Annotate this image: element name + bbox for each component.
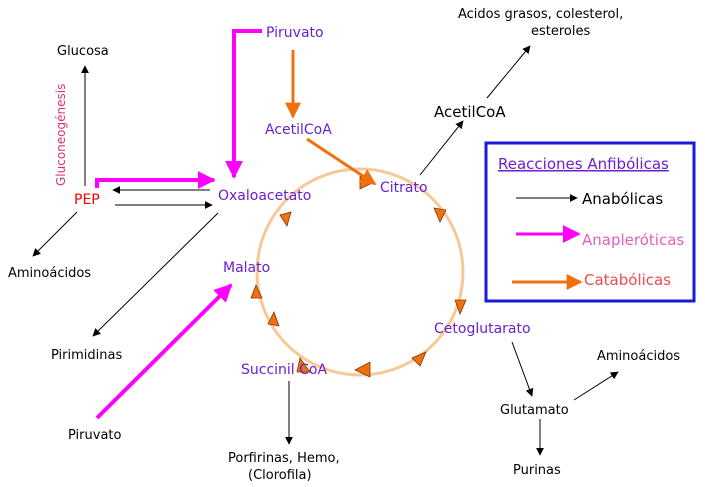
label-aminoacidos-right: Aminoácidos: [597, 349, 680, 364]
arrow-piruvato-to-malato: [95, 283, 233, 420]
label-piruvato-top: Piruvato: [266, 25, 324, 41]
cycle-arrowhead-5: [354, 361, 371, 378]
tca-cycle-ring: [255, 167, 465, 377]
label-cetoglutarato: Cetoglutarato: [434, 321, 531, 337]
label-succinil-coa: Succinil CoA: [241, 362, 327, 378]
arrow-pep-to-aminoacidos: [32, 211, 78, 257]
arrow-acetilcoa-to-citrato: [306, 137, 377, 186]
cycle-arrowhead-6: [296, 357, 311, 373]
arrow-piruvato-to-oxaloacetato: [225, 29, 262, 179]
cycle-arrowhead-9: [279, 211, 292, 227]
arrow-acetilcoa-to-acidos-grasos: [486, 45, 531, 99]
label-pirimidinas: Pirimidinas: [51, 348, 122, 363]
label-pep: PEP: [74, 192, 100, 208]
label-oxaloacetato: Oxaloacetato: [218, 188, 311, 204]
arrow-citrato-to-acetilcoa: [419, 120, 464, 176]
arrow-oxaloacetato-to-pirimidinas: [92, 212, 219, 337]
cycle-arrowhead-4: [411, 351, 427, 367]
label-porfirinas-line2: (Clorofila): [248, 468, 312, 483]
legend-anabolicas: Anabólicas: [582, 190, 663, 208]
label-aminoacidos-left: Aminoácidos: [8, 266, 91, 281]
label-gluconeogenesis: Gluconeogénesis: [54, 84, 68, 186]
label-malato: Malato: [223, 260, 270, 276]
legend-catabolicas: Catabólicas: [584, 271, 671, 289]
legend-box: [484, 141, 696, 303]
legend-anapleroticas: Anapleróticas: [582, 231, 684, 249]
label-glutamato: Glutamato: [500, 403, 569, 418]
label-glucosa: Glucosa: [57, 44, 109, 59]
label-acetilcoa-cycle: AcetilCoA: [265, 122, 332, 138]
arrow-cetoglutarato-to-glutamato: [511, 341, 534, 397]
cycle-arrowhead-8: [250, 283, 263, 299]
arrow-glutamato-to-aminoacidos: [573, 371, 619, 401]
label-purinas: Purinas: [513, 463, 561, 478]
label-acetilcoa-right: AcetilCoA: [434, 103, 506, 121]
label-acidos-grasos-line1: Acidos grasos, colesterol,: [458, 7, 623, 22]
cycle-arrowhead-2: [433, 207, 447, 223]
label-porfirinas-line1: Porfirinas, Hemo,: [228, 451, 340, 466]
legend: Reacciones Anfibólicas Anabólicas Anaple…: [484, 141, 696, 303]
cycle-arrowhead-3: [454, 299, 467, 316]
cycle-arrowhead-7: [267, 310, 280, 327]
cycle-arrowheads: [250, 175, 467, 378]
arrow-pep-to-oxaloacetato: [95, 171, 216, 189]
legend-title: Reacciones Anfibólicas: [498, 155, 669, 173]
label-citrato: Citrato: [380, 180, 428, 196]
label-piruvato-bottom: Piruvato: [68, 428, 122, 443]
label-acidos-grasos-line2: esteroles: [531, 24, 590, 39]
